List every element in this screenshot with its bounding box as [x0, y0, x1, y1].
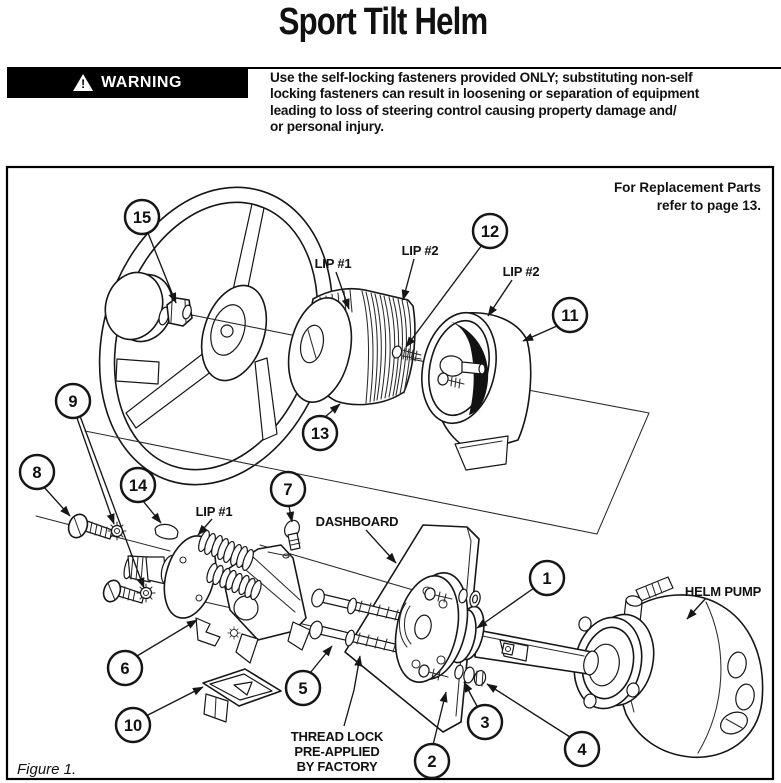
- svg-text:refer to page 13.: refer to page 13.: [657, 198, 761, 213]
- label-thread-lock: THREAD LOCK PRE-APPLIED BY FACTORY: [291, 729, 384, 774]
- svg-text:8: 8: [32, 464, 41, 482]
- warning-line-4: or personal injury.: [270, 119, 384, 135]
- svg-text:BY FACTORY: BY FACTORY: [297, 759, 378, 774]
- washers-and-nuts: [454, 588, 487, 687]
- callout-5: 5: [284, 669, 322, 707]
- lock-washer-b: [136, 583, 156, 603]
- label-helm-pump: HELM PUMP: [685, 584, 762, 599]
- svg-text:3: 3: [480, 714, 489, 732]
- header-rule: [248, 67, 781, 69]
- callout-10: 10: [114, 706, 152, 744]
- svg-text:THREAD LOCK: THREAD LOCK: [291, 729, 384, 744]
- svg-text:For Replacement Parts: For Replacement Parts: [614, 180, 761, 195]
- page-title: Sport Tilt Helm: [278, 1, 489, 43]
- hub-cap: [104, 271, 174, 343]
- callout-9: 9: [54, 382, 92, 420]
- plug-cap: [154, 523, 179, 540]
- warning-line-3: leading to loss of steering control caus…: [270, 102, 677, 118]
- label-dashboard: DASHBOARD: [316, 514, 399, 529]
- helm-cover: [421, 311, 532, 471]
- svg-text:4: 4: [577, 741, 587, 759]
- label-lip1-top: LIP #1: [315, 256, 352, 271]
- svg-text:15: 15: [133, 209, 151, 227]
- callout-4: 4: [563, 730, 601, 768]
- set-screw: [284, 519, 301, 551]
- svg-text:1: 1: [542, 570, 551, 588]
- callout-6: 6: [106, 649, 144, 687]
- steering-shaft: [474, 629, 599, 676]
- warning-line-2: locking fasteners can result in loosenin…: [270, 86, 700, 102]
- steering-wheel: [98, 186, 334, 486]
- mounting-plate: [394, 572, 469, 683]
- lock-washer-small: [227, 626, 241, 640]
- callout-2: 2: [413, 742, 451, 780]
- callout-1: 1: [528, 559, 566, 597]
- replacement-parts-note: For Replacement Parts refer to page 13.: [614, 180, 761, 213]
- svg-text:14: 14: [129, 477, 148, 495]
- svg-text:12: 12: [481, 223, 499, 241]
- pivot-screw: [67, 513, 113, 540]
- callout-8: 8: [18, 453, 56, 491]
- label-lip2-right: LIP #2: [503, 264, 540, 279]
- label-lip1-bottom: LIP #1: [196, 504, 233, 519]
- figure-border: [5, 165, 775, 781]
- figure-caption: Figure 1.: [17, 761, 76, 778]
- callout-14: 14: [119, 466, 157, 504]
- callout-7: 7: [269, 470, 307, 508]
- svg-text:7: 7: [283, 481, 292, 499]
- svg-text:5: 5: [298, 680, 307, 698]
- tilt-bezel: [287, 287, 416, 406]
- callout-3: 3: [466, 703, 504, 741]
- steering-nut: [158, 297, 193, 327]
- svg-text:9: 9: [68, 393, 77, 411]
- callout-12: 12: [471, 212, 509, 250]
- label-lip2-top: LIP #2: [402, 243, 439, 258]
- tilt-lever: [202, 668, 282, 723]
- svg-text:6: 6: [120, 660, 129, 678]
- pivot-screw-lower: [102, 579, 145, 604]
- warning-line-1: Use the self-locking fasteners provided …: [270, 70, 693, 85]
- bezel-screw: [391, 345, 422, 362]
- svg-text:10: 10: [124, 717, 142, 735]
- tilt-mechanism: [123, 529, 311, 664]
- svg-text:PRE-APPLIED: PRE-APPLIED: [294, 744, 379, 759]
- tilt-spring-upper: [198, 529, 254, 572]
- warning-banner: ! WARNING: [7, 67, 248, 98]
- callout-11: 11: [551, 296, 589, 334]
- tilt-spring-lower: [206, 562, 262, 601]
- warning-banner-label: WARNING: [101, 73, 182, 91]
- svg-text:2: 2: [427, 753, 436, 771]
- svg-text:11: 11: [561, 307, 578, 325]
- callout-13: 13: [301, 414, 339, 452]
- callout-15: 15: [123, 198, 161, 236]
- warning-text: Use the self-locking fasteners provided …: [270, 70, 780, 136]
- leader-lines: [42, 232, 707, 746]
- svg-text:13: 13: [311, 425, 329, 443]
